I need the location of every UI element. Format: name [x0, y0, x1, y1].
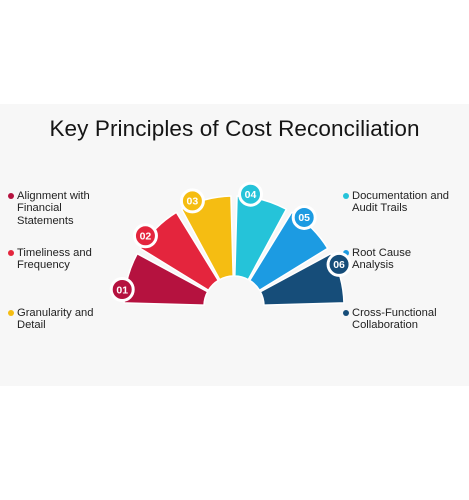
- page-title: Key Principles of Cost Reconciliation: [49, 116, 420, 141]
- badge-number: 02: [140, 231, 152, 243]
- legend-item-root-cause: Root Cause Analysis: [343, 247, 412, 272]
- legend-label: Granularity and Detail: [17, 307, 94, 332]
- badge-number: 03: [187, 196, 199, 208]
- legend-dot: [343, 310, 349, 316]
- legend-label: Cross-Functional Collaboration: [352, 307, 437, 332]
- content-card: [0, 104, 469, 386]
- badge-circle: [291, 204, 317, 230]
- legend-item-alignment: Alignment with Financial Statements: [8, 190, 90, 227]
- legend-label: Documentation and Audit Trails: [352, 190, 450, 215]
- badge-number: 05: [298, 212, 310, 224]
- badge-number: 06: [333, 259, 345, 271]
- segment-badge-04: 04: [238, 181, 264, 207]
- legend-dot: [8, 310, 14, 316]
- badge-number: 04: [245, 189, 257, 201]
- legend-item-documentation: Documentation and Audit Trails: [343, 190, 450, 215]
- legend-dot: [343, 250, 349, 256]
- legend-dot: [343, 193, 349, 199]
- legend-dot: [8, 250, 14, 256]
- legend-label: Root Cause Analysis: [352, 247, 412, 272]
- badge-circle: [238, 181, 264, 207]
- legend-item-cross-functional: Cross-Functional Collaboration: [343, 307, 437, 332]
- segment-badge-06: 06: [326, 251, 352, 277]
- badge-circle: [326, 251, 352, 277]
- badge-circle: [109, 276, 135, 302]
- legend-item-timeliness: Timeliness and Frequency: [8, 247, 92, 272]
- legend-item-granularity: Granularity and Detail: [8, 307, 94, 332]
- legend-label: Alignment with Financial Statements: [17, 190, 90, 227]
- legend-dot: [8, 193, 14, 199]
- badge-number: 01: [116, 284, 128, 296]
- badge-circle: [179, 188, 205, 214]
- segment-badge-01: 01: [109, 276, 135, 302]
- legend-label: Timeliness and Frequency: [17, 247, 92, 272]
- segment-badge-03: 03: [179, 188, 205, 214]
- segment-badge-02: 02: [132, 223, 158, 249]
- segment-badge-05: 05: [291, 204, 317, 230]
- badge-circle: [132, 223, 158, 249]
